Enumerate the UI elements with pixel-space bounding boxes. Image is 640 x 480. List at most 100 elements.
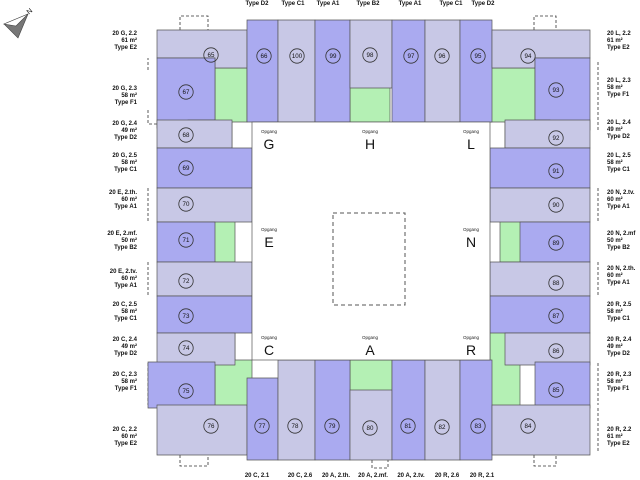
apartment-cell (491, 404, 591, 456)
entrance-caption: Opgang (362, 129, 379, 134)
apartment-number: 83 (475, 423, 482, 430)
apartment-number-circle (178, 196, 194, 212)
apartment-number-circle (548, 163, 564, 179)
apartment-cells (147, 19, 591, 461)
apartment-number: 92 (553, 135, 560, 142)
apartment-cell (156, 147, 253, 189)
label-line: Type D2 (114, 351, 137, 358)
apartment-number-circle (362, 47, 378, 63)
label-line: 20 G, 2.4 (112, 121, 137, 127)
label-line: Type A1 (607, 280, 630, 287)
label-line: Type D2 (114, 135, 137, 142)
apartment-number-circle (520, 48, 536, 64)
apartment-number-circle (203, 47, 219, 63)
bottom-address-label: 20 A, 2.mf. (358, 473, 388, 479)
top-type-label: Type B2 (356, 1, 380, 7)
apartment-cell (156, 404, 248, 456)
apartment-cell (504, 119, 591, 149)
entrance-letter: L (467, 136, 475, 152)
apartment-number: 88 (553, 280, 560, 287)
label-line: 50 m² (607, 238, 623, 245)
apartment-number-circle (520, 418, 536, 434)
label-line: 61 m² (121, 38, 137, 45)
apartment-cell (156, 332, 236, 366)
top-type-label: Type C1 (281, 1, 305, 7)
label-line: 49 m² (607, 344, 623, 351)
apartment-number: 78 (292, 423, 299, 430)
apartment-number-circle (178, 84, 194, 100)
apartment-cell (314, 359, 351, 461)
apartment-cell (156, 119, 233, 149)
apartment-number: 84 (525, 423, 532, 430)
bottom-address-label: 20 A, 2.th. (321, 473, 351, 479)
apartment-number: 79 (329, 423, 336, 430)
label-line: 20 R, 2.4 (607, 337, 632, 343)
entrance-caption: Opgang (463, 227, 480, 232)
balcony-outline (533, 455, 557, 467)
apartment-number-circle (548, 382, 564, 398)
apartment-cell (246, 19, 279, 123)
label-line: 20 N, 2.mf (607, 231, 636, 237)
entrance-letter: E (264, 234, 273, 250)
label-line: Type D2 (607, 351, 630, 358)
label-line: 20 C, 2.3 (112, 372, 137, 378)
apartment-number: 77 (259, 423, 266, 430)
label-line: 58 m² (607, 309, 623, 316)
label-line: 20 E, 2.tv. (109, 269, 137, 275)
apartment-cell (459, 19, 493, 123)
label-line: 20 E, 2.mf. (107, 231, 137, 237)
label-line: Type C1 (607, 316, 630, 323)
label-line: 58 m² (121, 379, 137, 386)
label-line: 20 R, 2.2 (607, 427, 632, 433)
apartment-cell (156, 295, 253, 334)
top-type-label: Type A1 (316, 1, 340, 7)
apartment-number-circle (289, 48, 305, 64)
label-line: 58 m² (121, 160, 137, 167)
balcony-dashes (147, 15, 599, 469)
label-line: Type E2 (114, 441, 137, 448)
apartment-cell (314, 19, 351, 123)
apartment-number: 68 (183, 132, 190, 139)
north-arrow-icon: N (2, 8, 34, 39)
entrance-letter: C (264, 342, 274, 358)
label-line: 20 E, 2.th. (108, 190, 137, 196)
label-line: Type C1 (114, 167, 137, 174)
label-line: 61 m² (607, 38, 623, 45)
apartment-cell (489, 187, 591, 223)
apartment-number: 86 (553, 348, 560, 355)
label-line: 49 m² (121, 128, 137, 135)
apartment-number: 82 (439, 424, 446, 431)
label-line: 20 N, 2.th. (607, 266, 636, 272)
label-line: 60 m² (607, 197, 623, 204)
apartment-number: 72 (183, 278, 190, 285)
entrance-letter: N (466, 234, 476, 250)
label-line: 20 G, 2.3 (112, 86, 137, 92)
label-line: Type D2 (607, 134, 630, 141)
label-line: Type A1 (114, 283, 137, 290)
apartment-cell (277, 359, 316, 461)
label-line: Type B2 (607, 245, 630, 252)
apartment-number: 66 (261, 53, 268, 60)
label-line: 58 m² (121, 93, 137, 100)
apartment-number: 87 (553, 313, 560, 320)
top-type-label: Type D2 (471, 1, 495, 7)
bottom-address-label: 20 C, 2.6 (287, 473, 313, 479)
apartment-number-circle (548, 197, 564, 213)
apartment-cell (156, 261, 253, 297)
label-line: 20 L, 2.2 (607, 31, 631, 37)
apartment-number-circle (548, 235, 564, 251)
apartment-cell (489, 295, 591, 334)
apartment-number: 73 (183, 313, 190, 320)
top-type-label: Type D2 (245, 1, 269, 7)
apartment-cell (424, 19, 461, 123)
apartment-number: 93 (553, 87, 560, 94)
